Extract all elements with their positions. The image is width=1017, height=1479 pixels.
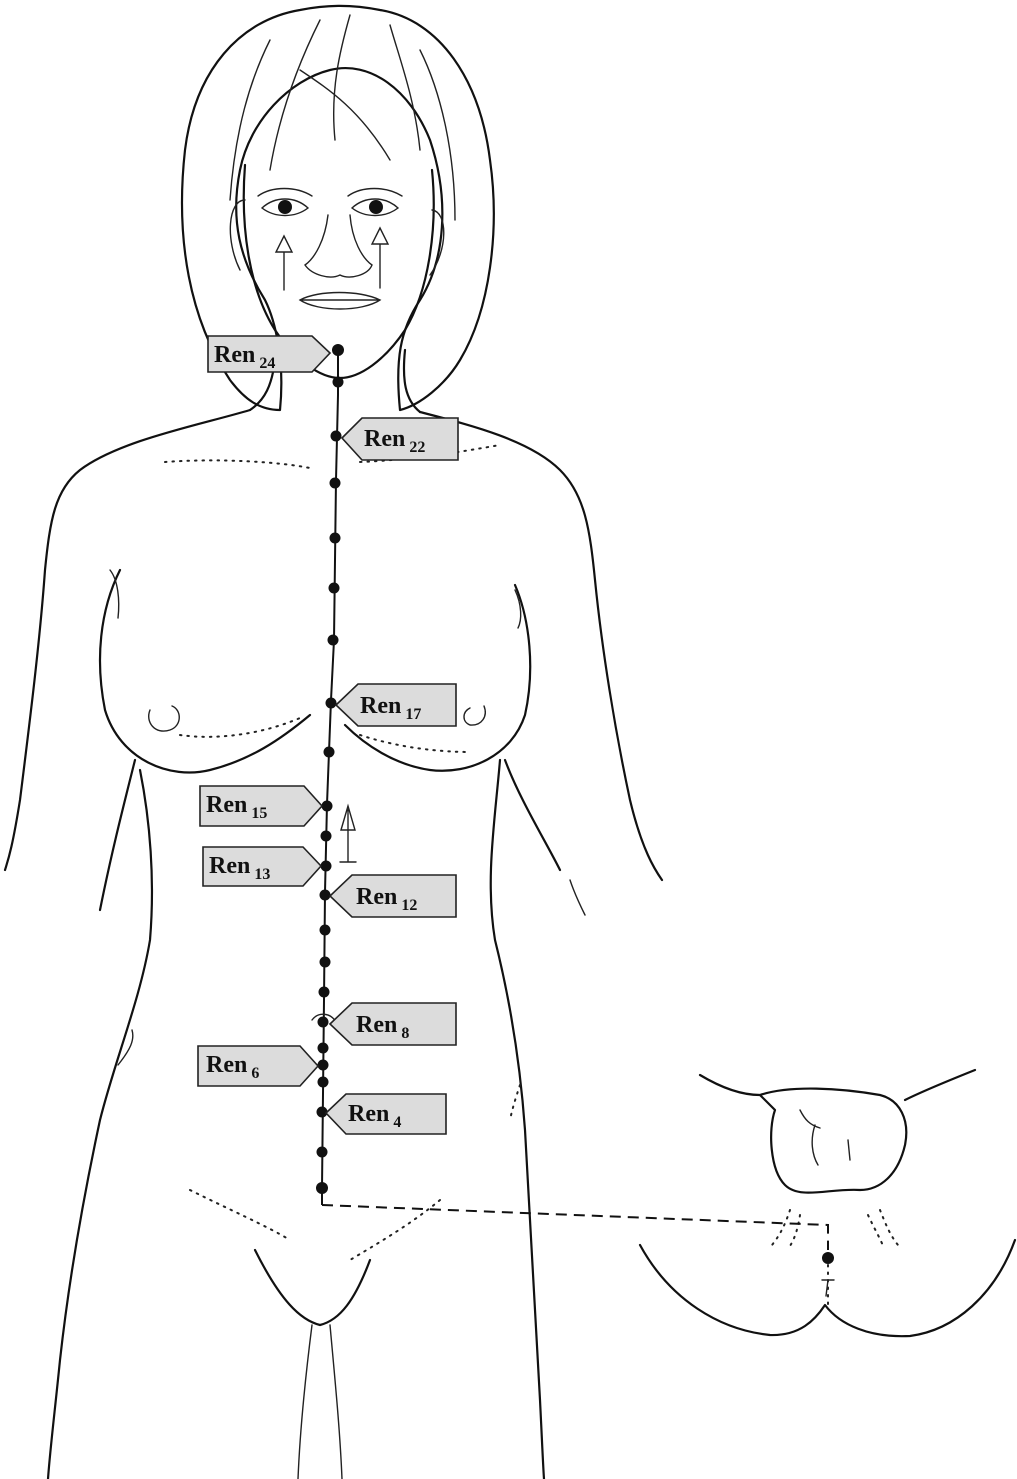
meridian-points xyxy=(316,344,344,1194)
right-breast xyxy=(345,585,530,771)
perineum-inset xyxy=(640,1070,1015,1336)
label-ren-24-name: Ren xyxy=(214,342,255,368)
torso xyxy=(5,410,662,1479)
right-cheek-arrow-icon xyxy=(372,228,388,288)
ren-18-point xyxy=(328,635,339,646)
label-ren-17-name: Ren xyxy=(360,693,401,719)
label-ren-12-name: Ren xyxy=(356,884,397,910)
ren-23-point xyxy=(333,377,344,388)
label-ren-24-num: 24 xyxy=(259,355,275,372)
ren-5-point xyxy=(318,1077,329,1088)
meridian-connector xyxy=(322,1205,828,1250)
pelvis-right xyxy=(350,1200,440,1260)
torso-right-outline xyxy=(420,412,662,880)
ren-14-point xyxy=(321,831,332,842)
left-breast xyxy=(100,570,310,773)
ren-24-point xyxy=(332,344,344,356)
inner-thigh-left xyxy=(298,1325,312,1479)
label-ren-6: Ren6 xyxy=(198,1046,318,1086)
ren-10-point xyxy=(320,957,331,968)
ren-4-point xyxy=(317,1107,328,1118)
ren-21-point xyxy=(330,478,341,489)
ren-9-point xyxy=(319,987,330,998)
ren-2-point xyxy=(316,1182,328,1194)
right-hip-dots xyxy=(510,1085,520,1120)
label-ren-22: Ren22 xyxy=(342,418,458,460)
label-ren-17-num: 17 xyxy=(405,706,421,723)
inset-pubis xyxy=(760,1089,906,1193)
label-ren-15-name: Ren xyxy=(206,792,247,818)
ren-20-point xyxy=(330,533,341,544)
left-nipple xyxy=(149,706,180,731)
ren-1-point xyxy=(822,1252,834,1264)
inset-hatch-right xyxy=(868,1210,898,1248)
label-ren-15-num: 15 xyxy=(251,805,267,822)
ren-11-point xyxy=(320,925,331,936)
label-ren-4-name: Ren xyxy=(348,1101,389,1127)
label-ren-8-name: Ren xyxy=(356,1012,397,1038)
ren-22-point xyxy=(331,431,342,442)
right-arm-tip xyxy=(570,880,585,915)
label-ren-4-num: 4 xyxy=(393,1114,401,1131)
groin xyxy=(255,1250,370,1325)
inset-pubis-detail xyxy=(800,1110,850,1165)
label-ren-13-name: Ren xyxy=(209,853,250,879)
pelvis-left xyxy=(190,1190,290,1240)
left-arm-inner xyxy=(100,760,135,910)
upward-arrow-icon xyxy=(340,806,356,862)
ren-13-point xyxy=(321,861,332,872)
left-eye xyxy=(258,189,312,216)
ren-19-point xyxy=(329,583,340,594)
waist-right xyxy=(491,760,544,1479)
left-cheek-arrow-icon xyxy=(276,236,292,290)
right-arm-inner xyxy=(505,760,560,870)
ren-6-point xyxy=(318,1060,329,1071)
label-ren-13-num: 13 xyxy=(254,866,270,883)
ren-15-point xyxy=(322,801,333,812)
label-ren-8-num: 8 xyxy=(401,1025,409,1042)
mouth xyxy=(300,293,380,310)
ren-16-point xyxy=(324,747,335,758)
right-nipple xyxy=(464,706,485,725)
nose xyxy=(305,215,372,277)
waist-left xyxy=(48,770,152,1479)
label-ren-6-name: Ren xyxy=(206,1052,247,1078)
ren-7-point xyxy=(318,1043,329,1054)
label-ren-6-num: 6 xyxy=(251,1065,259,1082)
label-ren-22-name: Ren xyxy=(364,426,405,452)
inner-thigh-right xyxy=(330,1325,342,1479)
ren-17-point xyxy=(326,698,337,709)
ren-8-point xyxy=(318,1017,329,1028)
label-ren-12-num: 12 xyxy=(401,897,417,914)
ren-3-point xyxy=(317,1147,328,1158)
label-ren-22-num: 22 xyxy=(409,439,425,456)
right-eye xyxy=(348,189,402,216)
inset-hatch-left xyxy=(772,1210,800,1246)
inset-top-line xyxy=(700,1070,975,1100)
ren-12-point xyxy=(320,890,331,901)
